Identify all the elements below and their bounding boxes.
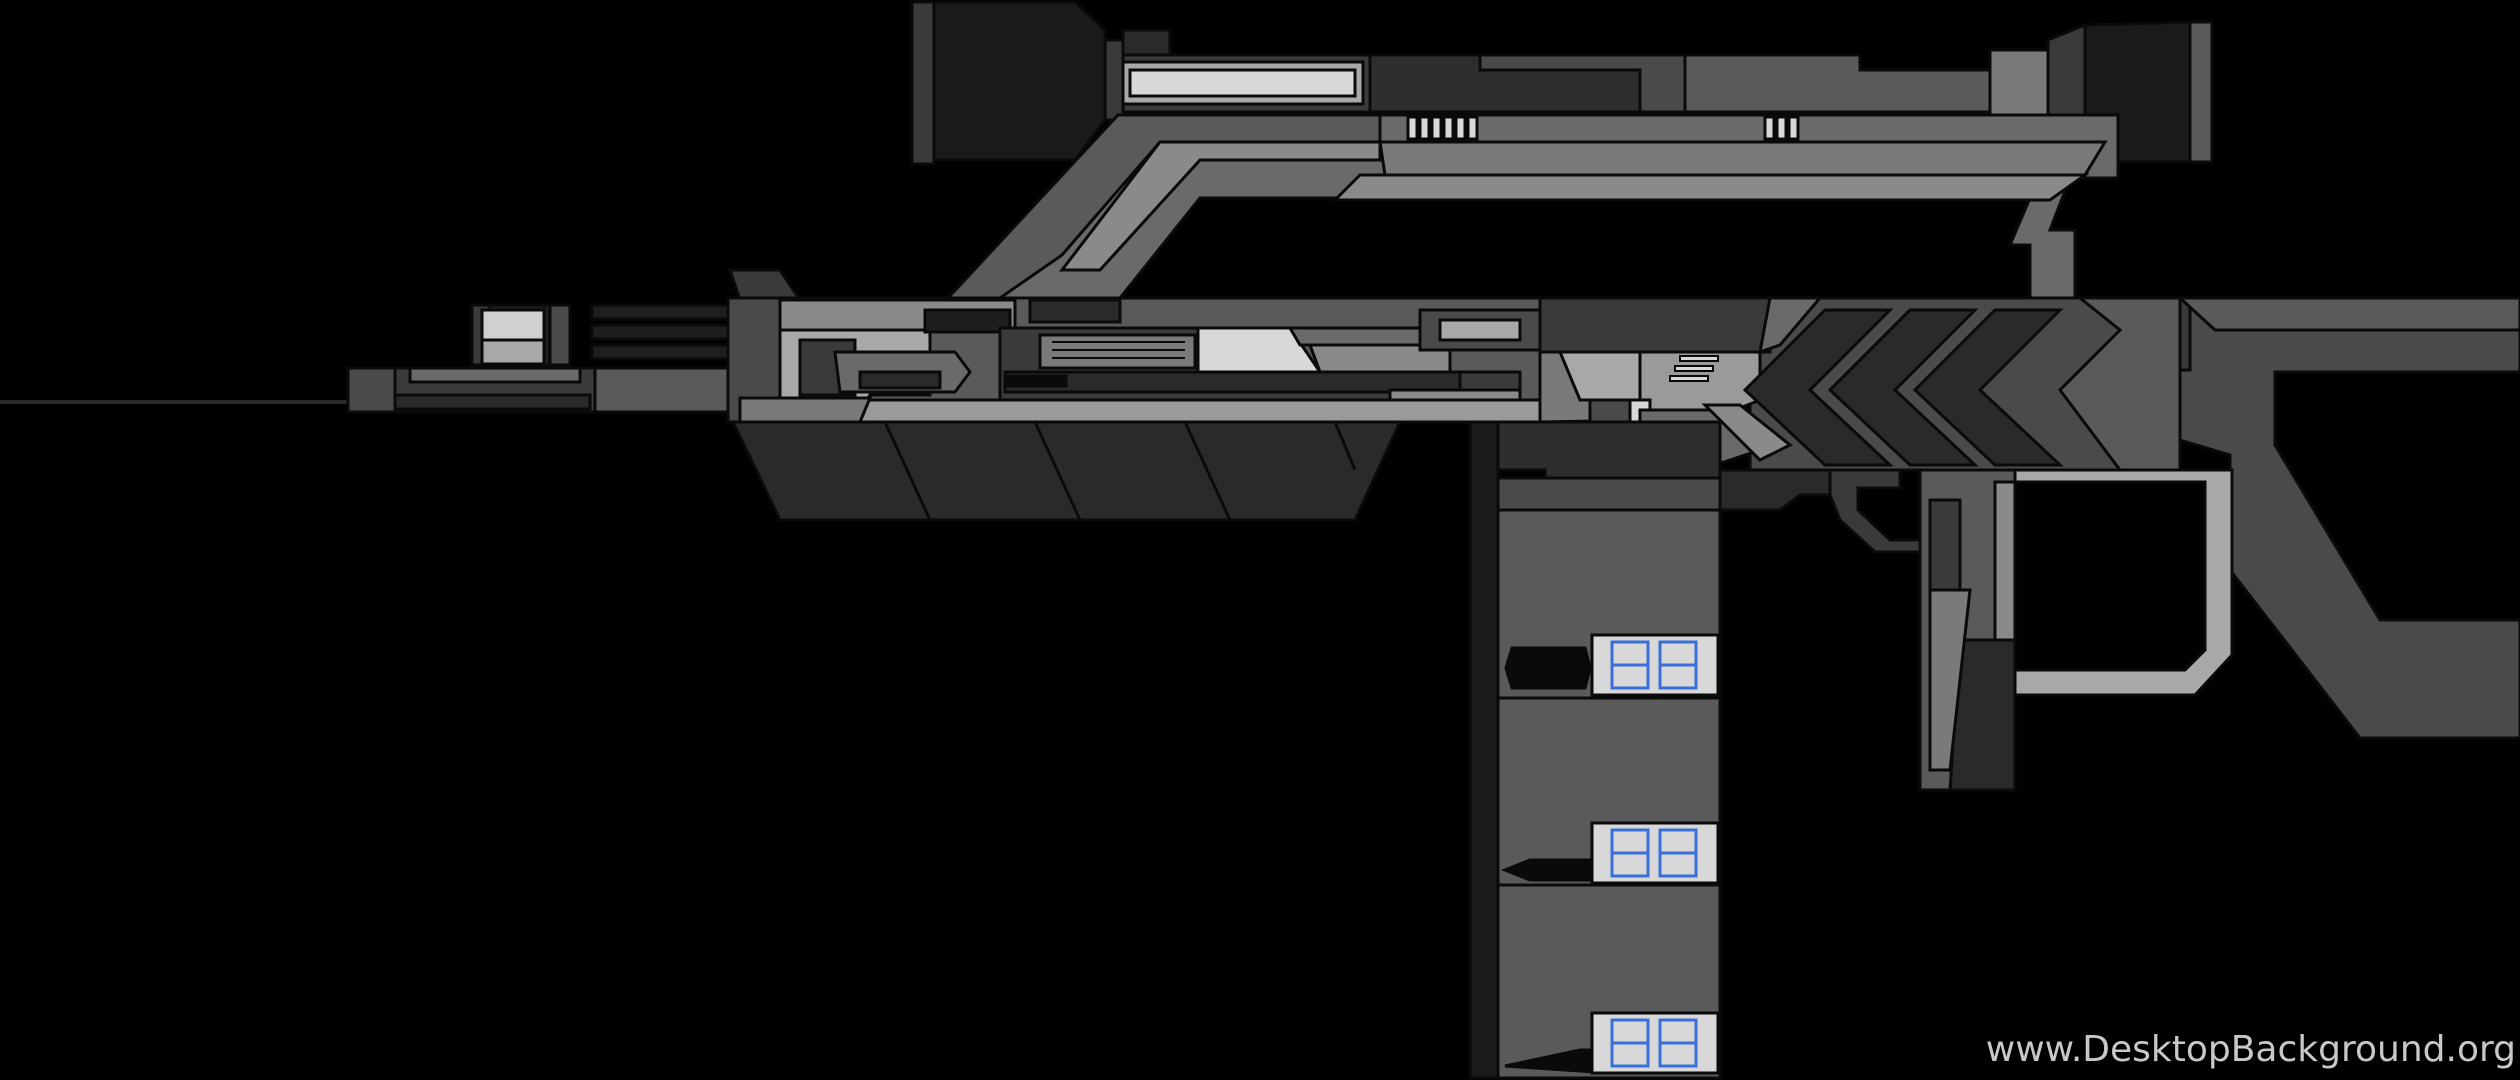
- scope-mount: [944, 113, 2120, 302]
- chevron-2: [1827, 308, 1979, 467]
- rear-receiver: [1538, 296, 2182, 512]
- handguard: [730, 420, 1403, 522]
- chevron-3: [1912, 308, 2064, 467]
- round-counter-1: [1590, 633, 1720, 697]
- receiver: [726, 296, 1547, 424]
- round-counter-3: [1590, 1011, 1720, 1075]
- round-counter-2: [1590, 821, 1720, 885]
- cartridge-1: [1504, 646, 1592, 690]
- magazine: [1468, 420, 1722, 1080]
- grip: [1828, 468, 2234, 792]
- watermark-text: www.DesktopBackground.org: [1985, 1029, 2516, 1070]
- trigger-guard: [1993, 468, 2234, 697]
- scope-lens-right: [2188, 20, 2214, 164]
- chevron-1: [1742, 308, 1894, 467]
- scope-lens-left: [910, 0, 936, 166]
- trigger: [1828, 468, 1927, 554]
- scope: [910, 0, 2214, 166]
- cartridge-2: [1500, 858, 1592, 882]
- stock: [2176, 296, 2520, 740]
- scope-eyepiece: [932, 0, 1107, 162]
